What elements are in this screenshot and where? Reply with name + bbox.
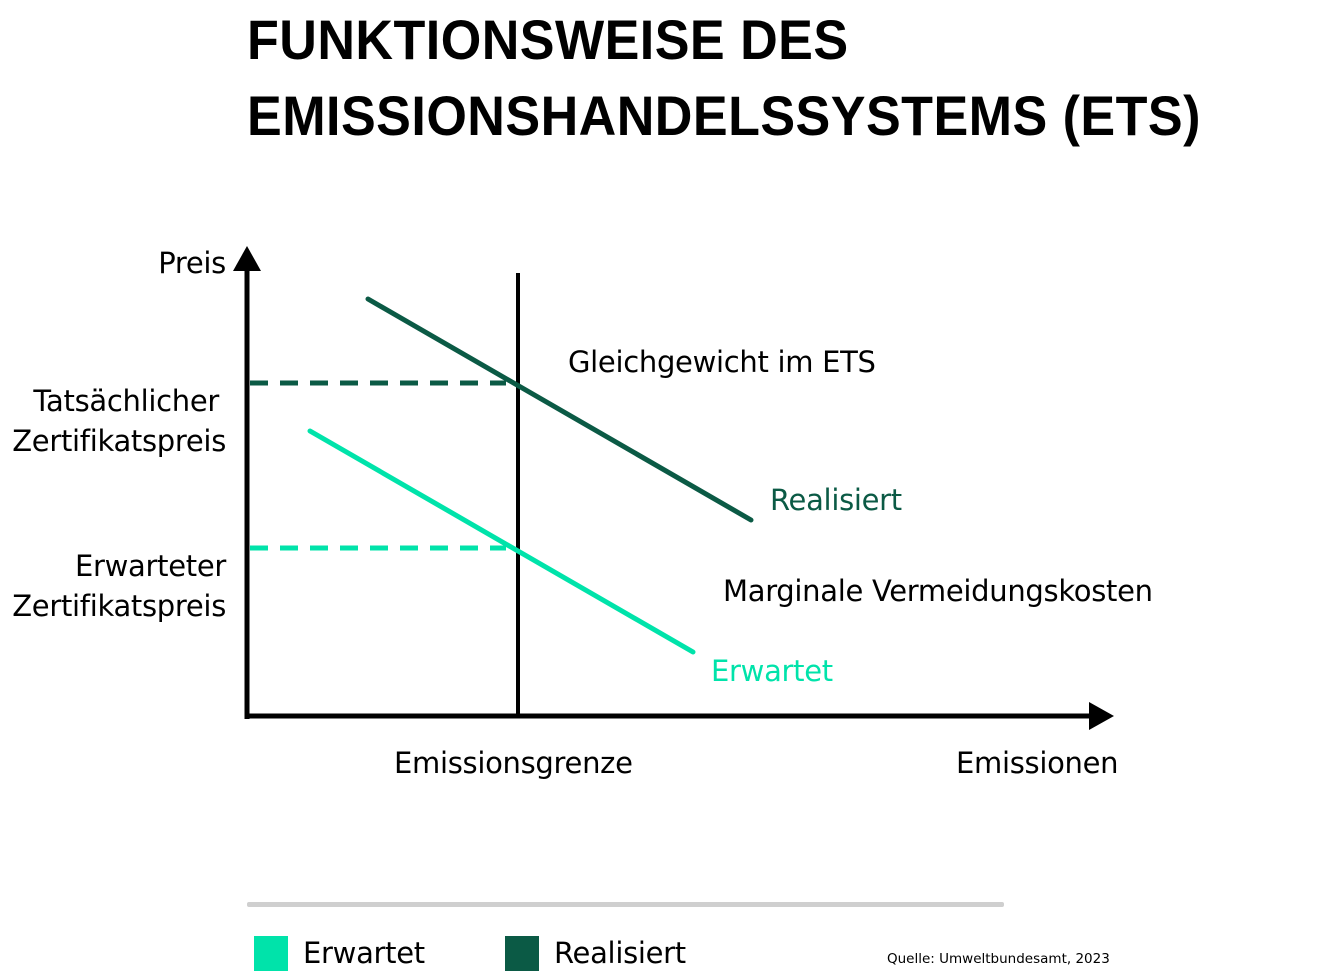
- expected-price-label-line2: Zertifikatspreis: [12, 589, 226, 623]
- x-axis-arrow-icon: [1089, 702, 1114, 730]
- actual-price-label-line2: Zertifikatspreis: [12, 424, 226, 458]
- realisiert-annotation: Realisiert: [770, 483, 902, 517]
- x-axis-label: Emissionen: [956, 746, 1119, 780]
- mac-annotation: Marginale Vermeidungskosten: [723, 574, 1153, 608]
- erwartet-swatch-icon: [254, 935, 288, 971]
- legend-label-erwartet: Erwartet: [303, 936, 425, 970]
- actual-price-label-line1: Tatsächlicher: [33, 384, 219, 418]
- page-title: FUNKTIONSWEISE DES EMISSIONSHANDELSSYSTE…: [247, 2, 1201, 154]
- title-line-1: FUNKTIONSWEISE DES: [247, 8, 849, 71]
- legend-item-erwartet: Erwartet: [254, 935, 425, 971]
- erwartet-annotation: Erwartet: [711, 654, 833, 688]
- emission-cap-label: Emissionsgrenze: [394, 746, 633, 780]
- legend-divider: [247, 902, 1004, 907]
- y-axis-label: Preis: [158, 246, 226, 280]
- y-axis-arrow-icon: [233, 246, 261, 271]
- legend-label-realisiert: Realisiert: [554, 936, 686, 970]
- expected-price-label-line1: Erwarteter: [74, 549, 226, 583]
- realisiert-line: [365, 296, 754, 523]
- erwartet-line: [307, 428, 696, 655]
- legend-item-realisiert: Realisiert: [505, 935, 686, 971]
- source-note: Quelle: Umweltbundesamt, 2023: [887, 951, 1110, 967]
- realisiert-swatch-icon: [505, 935, 539, 971]
- equilibrium-annotation: Gleichgewicht im ETS: [568, 345, 876, 379]
- title-line-2: EMISSIONSHANDELSSYSTEMS (ETS): [247, 84, 1201, 147]
